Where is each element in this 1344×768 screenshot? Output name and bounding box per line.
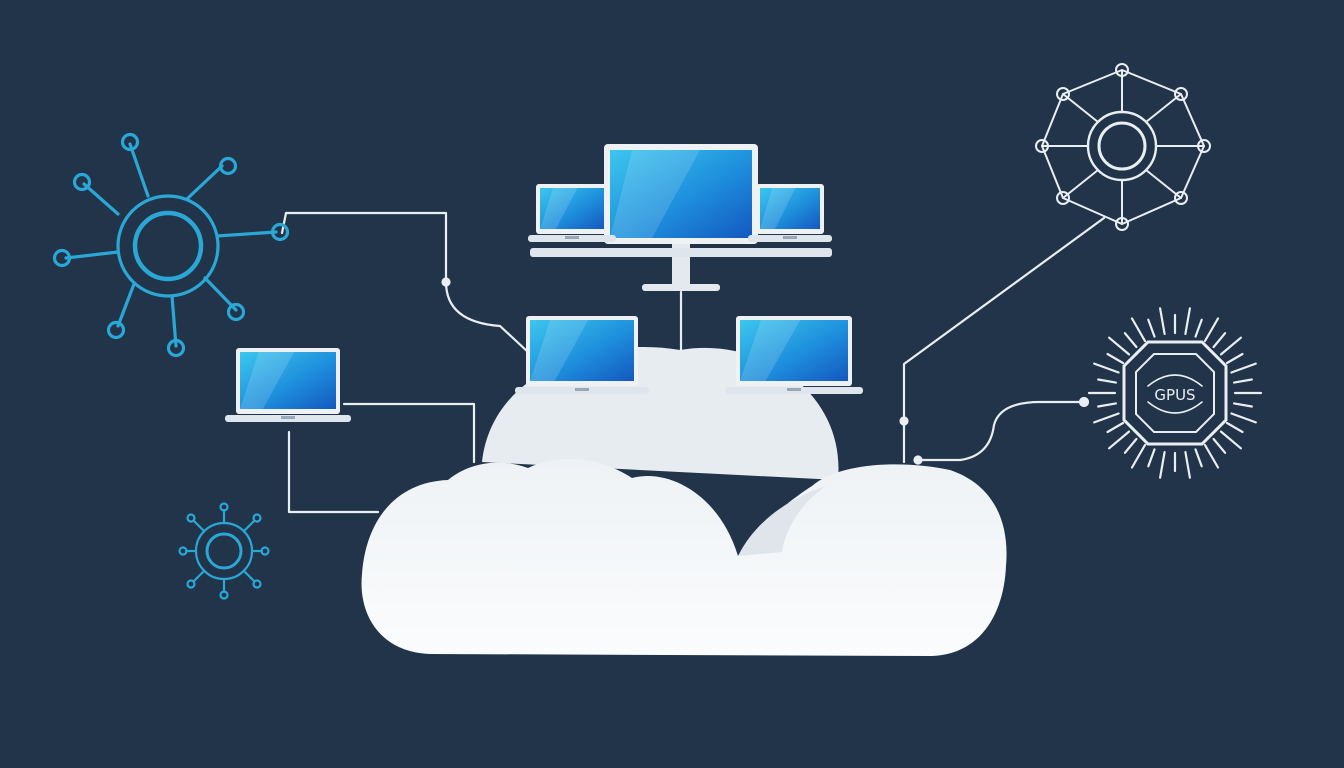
- gpu-chip-icon: GPUS: [1087, 307, 1263, 479]
- gpu-pin: [1158, 307, 1166, 335]
- gpu-pin: [1097, 402, 1118, 408]
- cloud-icon: [361, 346, 1007, 656]
- laptop-icon: [748, 184, 832, 242]
- gpu-pin: [1194, 448, 1203, 468]
- gpu-pin: [1212, 332, 1227, 349]
- wire-gpu-to-cloud: [916, 400, 1086, 462]
- gpu-pin: [1232, 378, 1253, 384]
- laptop-notch: [783, 236, 797, 239]
- wire-left-laptop-down: [287, 430, 380, 514]
- network-hub-icon: [52, 132, 290, 358]
- screen-glare: [760, 188, 796, 229]
- connection-wires: [280, 211, 1106, 514]
- gpu-pin: [1225, 421, 1244, 434]
- screen-glare: [740, 320, 801, 381]
- wire-node-dot: [899, 416, 909, 426]
- gpu-pin: [1230, 362, 1257, 374]
- laptop-notch: [565, 236, 579, 239]
- gpu-pin: [1184, 451, 1192, 479]
- gpu-pin: [1219, 336, 1243, 356]
- laptop-icon: [725, 316, 863, 394]
- gpu-pin: [1130, 443, 1147, 469]
- network-mesh-icon: [1035, 63, 1211, 231]
- gpu-pin: [1097, 378, 1118, 384]
- laptop-screen: [740, 320, 848, 381]
- gpu-pin: [1147, 448, 1156, 468]
- gpu-pin: [1212, 437, 1227, 454]
- gpu-pin: [1230, 412, 1257, 424]
- laptop-icon: [528, 184, 616, 242]
- gpu-pin: [1123, 332, 1138, 349]
- screen-glare: [530, 320, 589, 381]
- gpu-pin: [1203, 317, 1220, 343]
- gpu-pin: [1106, 352, 1125, 365]
- device-shelf: [530, 248, 832, 257]
- gpu-pin: [1158, 451, 1166, 479]
- gpu-pin: [1219, 430, 1243, 450]
- wire-left-laptop-to-cloud: [342, 402, 476, 464]
- gpu-pin: [1093, 412, 1120, 424]
- gpu-pin: [1194, 318, 1203, 338]
- cloud-body: [361, 458, 1007, 656]
- gpu-pin: [1093, 362, 1120, 374]
- laptop-notch: [281, 416, 295, 419]
- laptop-screen: [540, 188, 604, 229]
- gpu-pin: [1130, 317, 1147, 343]
- laptop-icon: [515, 316, 649, 394]
- screen-glare: [540, 188, 578, 229]
- laptop-notch: [787, 388, 801, 391]
- gpu-chip-pins: [1087, 307, 1263, 479]
- cloud-shade: [738, 486, 826, 556]
- gpu-pin: [1232, 402, 1253, 408]
- gpu-pin: [1107, 430, 1131, 450]
- laptop-screen: [530, 320, 634, 381]
- wire-mesh-to-cloud: [902, 216, 1106, 464]
- gpu-pin: [1147, 318, 1156, 338]
- laptop-group: [225, 184, 863, 422]
- laptop-screen: [240, 352, 336, 409]
- wire-hub-to-laptop: [280, 211, 530, 354]
- laptop-notch: [575, 388, 589, 391]
- gpu-pin: [1123, 437, 1138, 454]
- wire-node-dot: [913, 455, 923, 465]
- laptop-icon: [225, 348, 351, 422]
- screen-glare: [240, 352, 295, 409]
- network-hub-small-icon: [178, 502, 270, 600]
- gpu-pin: [1203, 443, 1220, 469]
- wire-node-dot: [1078, 396, 1090, 408]
- monitor-icon: [604, 144, 758, 291]
- gpu-pin: [1106, 421, 1125, 434]
- gpu-pin: [1225, 352, 1244, 365]
- gpu-pin: [1107, 336, 1131, 356]
- laptop-screen: [760, 188, 820, 229]
- wire-node-dot: [441, 277, 451, 287]
- gpu-chip-label: GPUS: [1154, 386, 1195, 404]
- gpu-pin: [1184, 307, 1192, 335]
